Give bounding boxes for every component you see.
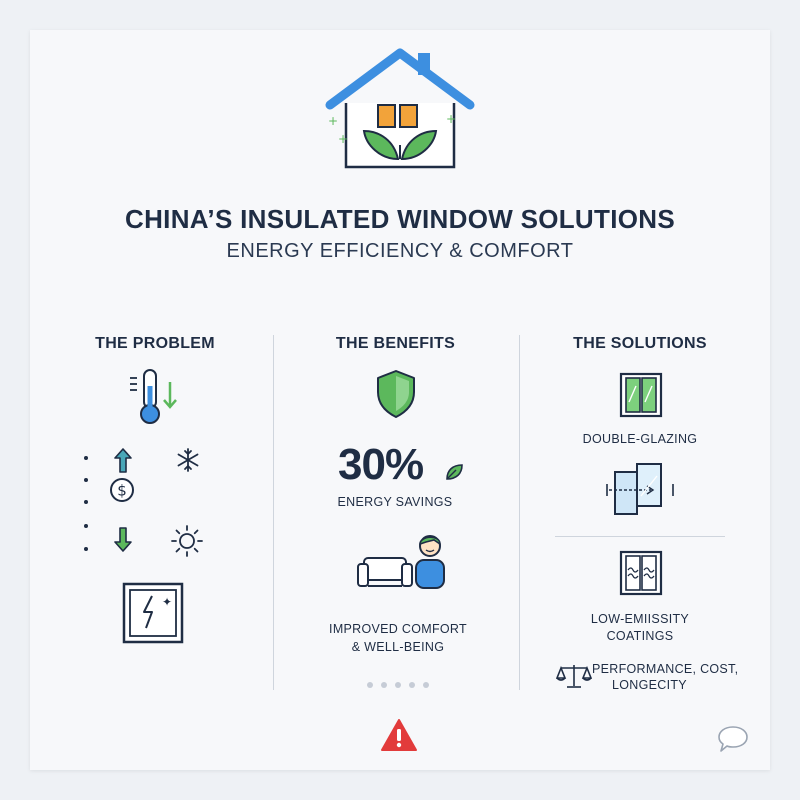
svg-text:$: $ — [117, 482, 127, 500]
low-e-label-line2: COATINGS — [606, 629, 674, 643]
pager-dot[interactable] — [409, 682, 415, 688]
pager-dot[interactable] — [381, 682, 387, 688]
low-e-label-line1: LOW-EMIISSITY — [590, 612, 690, 626]
problem-heading: THE PROBLEM — [95, 335, 215, 352]
sun-icon — [171, 525, 203, 557]
dollar-coin-icon: $ — [110, 478, 134, 502]
balance-scale-icon — [556, 665, 592, 688]
warning-icon[interactable] — [380, 718, 418, 752]
page-title: CHINA’S INSULATED WINDOW SOLUTIONS — [125, 204, 675, 234]
bullet-dot — [84, 547, 88, 551]
person-on-sofa-icon — [357, 535, 445, 589]
pager-dot[interactable] — [423, 682, 429, 688]
page-subtitle: ENERGY EFFICIENCY & COMFORT — [226, 240, 574, 262]
stat-label: ENERGY SAVINGS — [337, 495, 453, 509]
thermometer-icon — [130, 369, 177, 424]
arrow-down-icon — [114, 527, 132, 552]
column-divider-right — [519, 335, 520, 690]
solutions-heading: THE SOLUTIONS — [573, 335, 707, 352]
comfort-label-line1: IMPROVED COMFORT — [329, 622, 467, 636]
svg-text:+: + — [328, 114, 338, 128]
bullet-dot — [84, 524, 88, 528]
house-with-leaves-icon: + + + — [325, 48, 475, 169]
column-divider-left — [273, 335, 274, 690]
bullet-dot — [84, 456, 88, 460]
benefits-heading: THE BENEFITS — [335, 335, 456, 352]
solutions-separator — [555, 536, 725, 537]
leaf-icon — [446, 464, 463, 480]
svg-text:✦: ✦ — [162, 595, 172, 609]
svg-text:+: + — [338, 132, 348, 146]
tradeoff-label-line2: LONGECITY — [612, 678, 687, 692]
bullet-dot — [84, 478, 88, 482]
pager-dot[interactable] — [395, 682, 401, 688]
glass-panes-icon — [606, 463, 674, 515]
stat-value: 30% — [338, 440, 424, 489]
bullet-dot — [84, 500, 88, 504]
shield-icon — [377, 370, 415, 418]
tradeoff-label-line1: PERFORMANCE, COST, — [592, 662, 739, 676]
arrow-up-icon — [114, 448, 132, 473]
snowflake-icon — [177, 448, 199, 472]
double-glazing-window-icon — [619, 372, 663, 418]
cracked-window-icon: ✦ — [122, 582, 184, 644]
double-glazing-label: DOUBLE-GLAZING — [582, 432, 698, 446]
low-e-window-icon — [619, 550, 663, 596]
pager-dot[interactable] — [367, 682, 373, 688]
chat-bubble-icon[interactable] — [716, 724, 750, 754]
comfort-label-line2: & WELL-BEING — [351, 640, 445, 654]
svg-text:+: + — [446, 112, 456, 126]
